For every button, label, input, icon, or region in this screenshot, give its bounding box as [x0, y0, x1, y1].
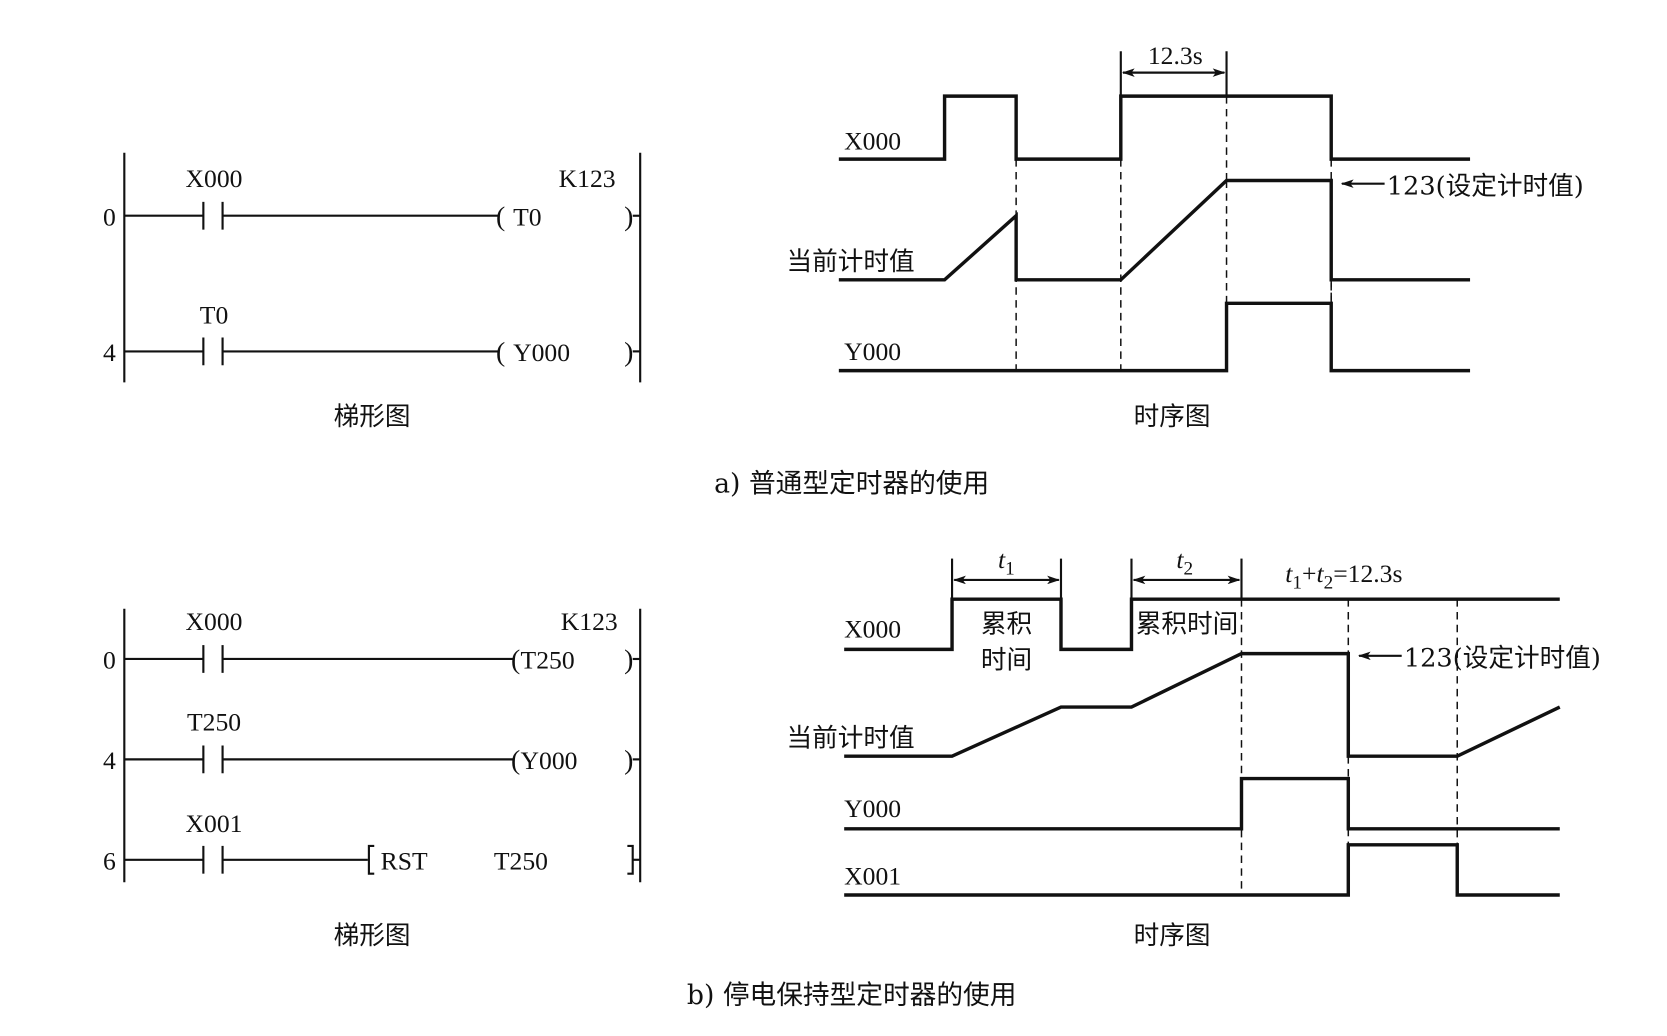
svg-text:): ) [624, 745, 633, 776]
step-number: 0 [103, 646, 116, 675]
ladder-rung: 4 T0 ( Y000 ) [103, 301, 641, 368]
instruction-label: RST [381, 846, 428, 875]
svg-text:(: ( [511, 745, 520, 776]
preset-label: 123(设定计时值) [1404, 643, 1601, 673]
signal-label-x000: X000 [844, 615, 901, 644]
panel-a-ladder: 0 X000 ( T0 ) K123 4 T0 ( Y000 ) 梯形图 [103, 152, 642, 432]
signal-label-x000: X000 [844, 127, 901, 156]
t1-label: t1 [998, 545, 1015, 579]
step-number: 6 [103, 846, 116, 875]
timer-setting: K123 [559, 164, 616, 193]
panel-b-ladder: 0 X000 ( T250 ) K123 4 T250 ( Y000 ) [103, 607, 642, 951]
step-number: 0 [103, 202, 116, 231]
ladder-rung: 6 X001 RST T250 [103, 809, 641, 875]
coil-open-paren: ( [496, 201, 505, 232]
panel-a-timing: X000 当前计时值 Y000 12.3s 123(设定计时值) 时序图 [787, 41, 1584, 432]
waveform-y000 [844, 776, 1560, 831]
instruction-operand: T250 [494, 846, 548, 875]
timing-title: 时序图 [1134, 921, 1211, 951]
contact-label: X000 [186, 164, 243, 193]
sum-label: t1+t2=12.3s [1285, 559, 1402, 593]
t2-label: t2 [1176, 545, 1193, 579]
caption-b: b) 停电保持型定时器的使用 [687, 980, 1017, 1011]
signal-label-y000: Y000 [844, 337, 901, 366]
coil-label: T0 [513, 202, 541, 231]
waveform-x000 [844, 597, 1560, 652]
accum-label-1: 累积 [981, 609, 1032, 639]
waveform-x001 [844, 843, 1560, 897]
coil-label: Y000 [513, 338, 570, 367]
step-number: 4 [103, 338, 116, 367]
step-number: 4 [103, 746, 116, 775]
contact-label: T0 [200, 301, 228, 330]
panel-b-timing: X000 当前计时值 Y000 X001 t1 t2 t1+t2=12.3s 累… [787, 545, 1601, 951]
signal-label-y000: Y000 [844, 794, 901, 823]
contact-label: X001 [186, 809, 243, 838]
accum-label-1-line2: 时间 [981, 646, 1032, 676]
preset-label: 123(设定计时值) [1387, 171, 1584, 201]
waveform-y000 [838, 301, 1471, 373]
ladder-rung: 0 X000 ( T250 ) K123 [103, 607, 641, 676]
instruction-open-bracket [367, 844, 375, 875]
signal-label-x001: X001 [844, 861, 901, 890]
svg-text:(: ( [511, 645, 520, 676]
caption-a: a) 普通型定时器的使用 [714, 468, 989, 499]
duration-label: 12.3s [1148, 41, 1203, 70]
ladder-rung: 4 T250 ( Y000 ) [103, 708, 641, 776]
signal-label-current-value: 当前计时值 [787, 247, 915, 277]
svg-text:): ) [624, 337, 633, 368]
timing-title: 时序图 [1134, 402, 1211, 432]
coil-label: T250 [521, 646, 575, 675]
signal-label-current-value: 当前计时值 [787, 724, 915, 754]
contact-label: T250 [187, 708, 241, 737]
contact-label: X000 [186, 607, 243, 636]
timer-setting: K123 [561, 607, 618, 636]
accum-label-2: 累积时间 [1136, 609, 1239, 639]
coil-close-paren: ) [624, 201, 633, 232]
instruction-close-bracket [627, 844, 634, 875]
svg-text:): ) [624, 645, 633, 676]
waveform-x000 [838, 94, 1471, 161]
ladder-title: 梯形图 [334, 402, 411, 432]
ladder-title: 梯形图 [334, 921, 411, 951]
coil-label: Y000 [521, 746, 578, 775]
svg-text:(: ( [496, 337, 505, 368]
ladder-rung: 0 X000 ( T0 ) K123 [103, 164, 641, 232]
waveform-current-value [838, 178, 1471, 282]
